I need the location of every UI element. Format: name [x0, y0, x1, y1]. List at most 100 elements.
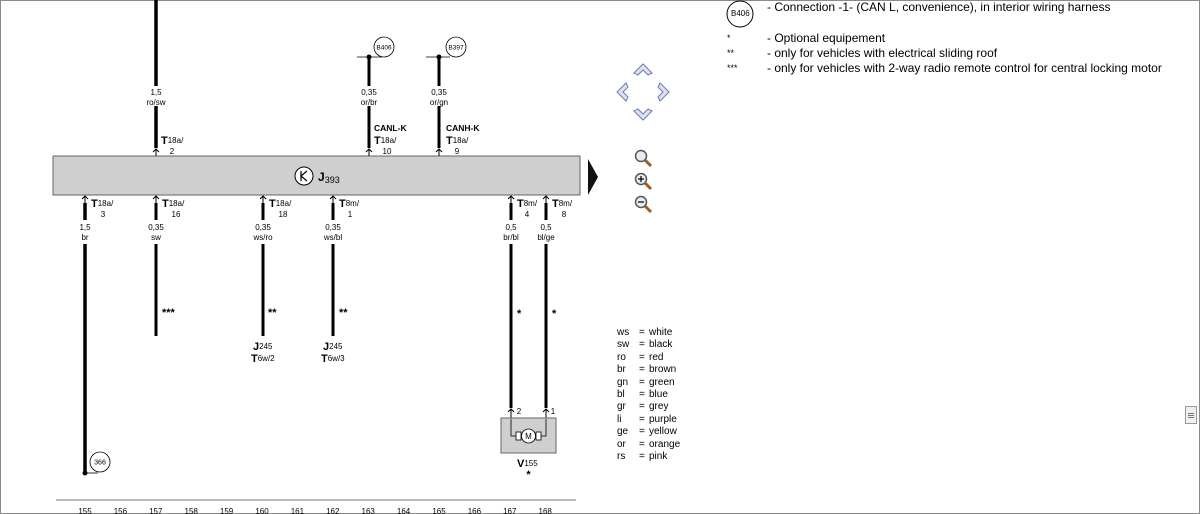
legend-name: grey: [649, 401, 669, 413]
pin-label: T8m/: [517, 198, 538, 210]
legend-eq: =: [639, 364, 645, 376]
footnote-mark: **: [339, 307, 348, 319]
ruler-label: 168: [539, 507, 553, 514]
note-text: - Connection -1- (CAN L, convenience), i…: [767, 0, 1111, 14]
legend-name: black: [649, 339, 673, 351]
motor-brush-left: [515, 431, 522, 441]
zoom-in-icon[interactable]: [634, 172, 653, 191]
wire-gauge: 1,5: [150, 88, 162, 97]
legend-row: br = brown: [617, 364, 680, 376]
pin-number: 1: [348, 210, 353, 219]
legend-row: ws=white: [617, 327, 680, 339]
ruler-label: 160: [255, 507, 269, 514]
zoom-icon[interactable]: [634, 149, 653, 168]
destination-connector: T6w/2: [251, 353, 275, 365]
wire-bottom-3: [259, 195, 267, 336]
note-text: - only for vehicles with electrical slid…: [767, 46, 998, 60]
legend-name: purple: [649, 413, 677, 425]
legend-row: sw=black: [617, 339, 680, 351]
wire-gauge: 0,35: [255, 223, 271, 232]
motor-brush-right: [535, 431, 542, 441]
note-key: ***: [727, 63, 738, 73]
pin-label: T8m/: [339, 198, 360, 210]
pin-number: 2: [170, 147, 175, 156]
legend-code: br: [617, 364, 626, 376]
legend-row: rs=pink: [617, 451, 680, 463]
pin-number: 18: [279, 210, 288, 219]
legend-code: rs: [617, 450, 626, 462]
wire-bottom-2: [152, 195, 160, 336]
legend-name: brown: [649, 364, 677, 376]
wire-bottom-5: [507, 195, 515, 419]
pin-number: 16: [172, 210, 181, 219]
legend-name: green: [649, 376, 675, 388]
legend-name: yellow: [649, 426, 677, 438]
legend-eq: =: [639, 388, 645, 400]
destination-label: J245: [253, 341, 273, 353]
legend-eq: =: [639, 426, 645, 438]
wire-color: sw: [151, 233, 161, 242]
next-page-arrow-icon[interactable]: [588, 159, 598, 195]
zoom-out-icon[interactable]: [634, 195, 653, 214]
vertical-scrollbar-thumb[interactable]: [1185, 406, 1197, 424]
legend-code: gr: [617, 401, 626, 413]
wire-color: br: [81, 233, 88, 242]
ruler-label: 165: [432, 507, 446, 514]
note-key: **: [727, 48, 735, 58]
wire-gauge: 0,35: [361, 88, 377, 97]
pan-down-icon[interactable]: [633, 108, 653, 121]
connection-ref-icon[interactable]: [373, 36, 395, 58]
destination-label: J245: [323, 341, 343, 353]
wire-gauge: 0,35: [431, 88, 447, 97]
pan-up-icon[interactable]: [633, 63, 653, 76]
legend-eq: =: [639, 413, 645, 425]
note-text: - only for vehicles with 2-way radio rem…: [767, 61, 1162, 75]
pin-number: 10: [383, 147, 392, 156]
ruler-label: 155: [78, 507, 92, 514]
legend-code: ro: [617, 351, 626, 363]
control-unit-symbol-icon: [294, 166, 314, 186]
wire-color-legend: ws=white sw=black ro=red br=brown gn=gre…: [617, 327, 680, 463]
wire-gauge: 0,5: [540, 223, 552, 232]
legend-name: white: [649, 327, 673, 338]
pan-left-icon[interactable]: [616, 82, 629, 102]
wire-color: ws/ro: [252, 233, 273, 242]
ruler-label: 166: [468, 507, 482, 514]
legend-eq: =: [639, 401, 645, 413]
ruler-label: 163: [362, 507, 376, 514]
legend-name: red: [649, 351, 664, 363]
legend-row: gr = grey: [617, 401, 680, 413]
legend-row: ge=yellow: [617, 426, 680, 438]
legend-row: gn=green: [617, 377, 680, 389]
pan-right-icon[interactable]: [657, 82, 670, 102]
pin-number: 3: [101, 210, 106, 219]
legend-name: orange: [649, 438, 681, 450]
footnote-mark: *: [552, 308, 557, 320]
wire-color: ro/sw: [146, 98, 165, 107]
pin-label: T18a/: [374, 135, 397, 147]
destination-connector: T6w/3: [321, 353, 345, 365]
ground-ref-icon[interactable]: [89, 451, 111, 473]
pin-number: 8: [562, 210, 567, 219]
wire-bottom-1: [81, 195, 98, 476]
note-key: B406: [731, 9, 750, 18]
ruler-label: 159: [220, 507, 234, 514]
wire-gauge: 0,35: [148, 223, 164, 232]
ruler-label: 156: [114, 507, 128, 514]
legend-code: li: [617, 413, 622, 425]
legend-eq: =: [639, 376, 645, 388]
pin-label: T18a/: [161, 135, 184, 147]
connection-ref-icon[interactable]: [445, 36, 467, 58]
connection-ref-label: B406: [376, 45, 392, 52]
legend-code: ws: [617, 327, 630, 338]
footnote-mark: **: [268, 307, 277, 319]
wire-gauge: 0,5: [505, 223, 517, 232]
legend-code: or: [617, 438, 626, 450]
ruler-label: 164: [397, 507, 411, 514]
motor-pin-left: 2: [517, 407, 522, 416]
wire-bottom-6: [542, 195, 550, 419]
signal-label: CANL-K: [374, 123, 407, 133]
pin-label: T18a/: [162, 198, 185, 210]
